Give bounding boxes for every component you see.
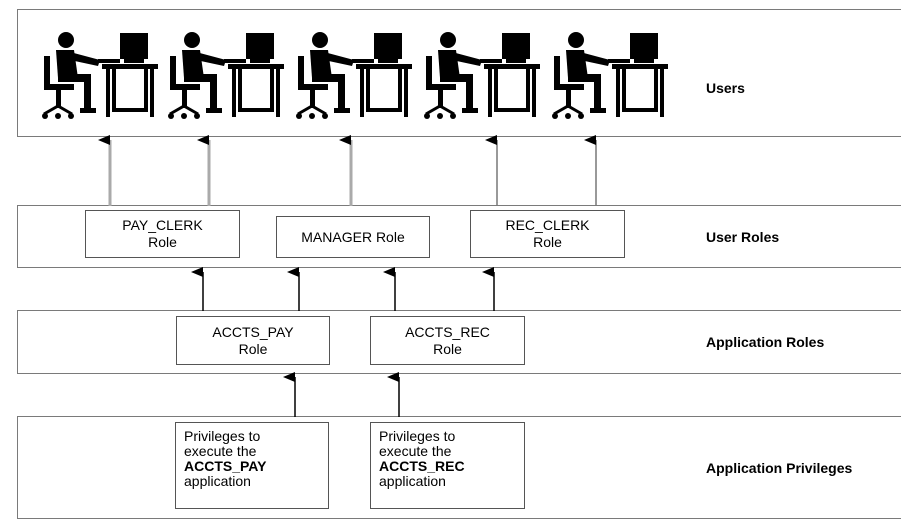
user-at-workstation-icon	[40, 30, 160, 122]
accts-rec-role-name: ACCTS_REC	[405, 323, 490, 340]
accts-rec-role-box: ACCTS_REC Role	[370, 316, 525, 365]
priv-pay-line2: execute the	[184, 443, 257, 459]
priv-rec-line1: Privileges to	[379, 428, 456, 444]
layer-label-user-roles: User Roles	[706, 229, 780, 245]
accts-pay-role-suffix: Role	[238, 340, 268, 357]
user-at-workstation-icon	[550, 30, 670, 122]
user-at-workstation-icon	[166, 30, 286, 122]
user-at-workstation-icon	[294, 30, 414, 122]
accts-pay-role-box: ACCTS_PAY Role	[176, 316, 330, 365]
accts-rec-role-suffix: Role	[433, 340, 462, 357]
accts-pay-role-name: ACCTS_PAY	[212, 323, 294, 340]
priv-rec-line2: execute the	[379, 443, 452, 459]
accts-pay-privileges-box: Privileges to execute the ACCTS_PAY appl…	[175, 422, 329, 509]
layer-label-users: Users	[706, 80, 745, 96]
priv-rec-line4: application	[379, 473, 446, 489]
pay-clerk-role-name: PAY_CLERK	[122, 217, 203, 233]
manager-role-label: MANAGER Role	[301, 228, 405, 245]
pay-clerk-role-suffix: Role	[148, 234, 177, 250]
manager-role-box: MANAGER Role	[276, 216, 430, 258]
rec-clerk-role-name: REC_CLERK	[505, 217, 590, 233]
priv-rec-app: ACCTS_REC	[379, 458, 465, 474]
layer-label-application-privileges: Application Privileges	[706, 460, 853, 476]
priv-pay-line4: application	[184, 473, 251, 489]
layer-label-application-roles: Application Roles	[706, 334, 825, 350]
priv-pay-app: ACCTS_PAY	[184, 458, 267, 474]
rec-clerk-role-suffix: Role	[533, 234, 562, 250]
user-at-workstation-icon	[422, 30, 542, 122]
rec-clerk-role-box: REC_CLERK Role	[470, 210, 625, 258]
pay-clerk-role-box: PAY_CLERK Role	[85, 210, 240, 258]
priv-pay-line1: Privileges to	[184, 428, 261, 444]
accts-rec-privileges-box: Privileges to execute the ACCTS_REC appl…	[370, 422, 525, 509]
